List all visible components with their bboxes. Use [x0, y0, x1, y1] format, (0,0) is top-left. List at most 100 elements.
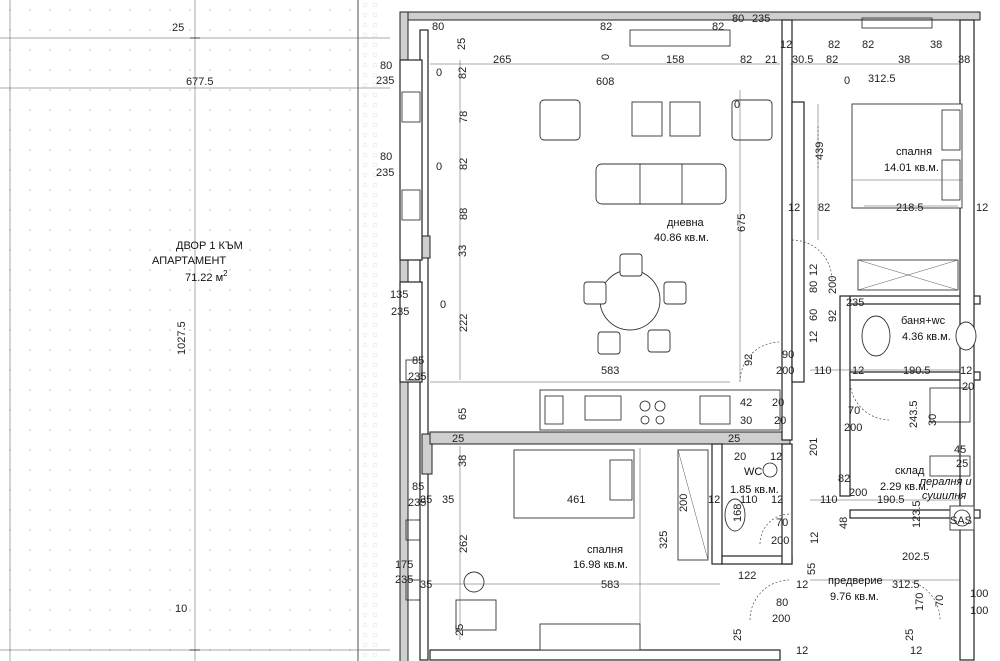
dim-d20a: 20	[962, 381, 974, 393]
hall-area: 9.76 кв.м.	[830, 591, 879, 603]
dim-d30_5: 30.5	[792, 54, 813, 66]
dim-d33: 33	[457, 245, 469, 257]
dim-d110c: 110	[820, 494, 838, 506]
dim-d82e: 82	[826, 54, 838, 66]
yard-dim-bottom: 10	[175, 603, 187, 615]
living-area: 40.86 кв.м.	[654, 232, 709, 244]
dim-d25a: 25	[456, 38, 468, 50]
dim-d201: 201	[808, 438, 820, 456]
dim-d82a: 82	[600, 21, 612, 33]
win2-bottom: 235	[376, 167, 394, 179]
dim-d70a: 70	[848, 405, 860, 417]
bath-name: баня+wc	[901, 315, 946, 327]
win6-top: 175	[395, 559, 413, 571]
dim-d42: 42	[740, 397, 752, 409]
dim-d200c: 200	[844, 422, 862, 434]
dim-d12d: 12	[808, 264, 820, 276]
dim-d80b: 80	[808, 281, 820, 293]
dim-d12m: 12	[910, 645, 922, 657]
win2-top: 80	[380, 151, 392, 163]
win1-bottom: 235	[376, 75, 394, 87]
dim-d190_5b: 190.5	[877, 494, 905, 506]
dim-d168: 168	[732, 504, 744, 522]
dim-d12k: 12	[796, 579, 808, 591]
dim-d82i: 82	[838, 473, 850, 485]
dim-d21: 21	[765, 54, 777, 66]
dim-d12h: 12	[708, 494, 720, 506]
dim-d30: 30	[740, 415, 752, 427]
yard-area: 71.22 м	[185, 272, 223, 284]
dim-d82f: 82	[828, 39, 840, 51]
dim-d123_5: 123.5	[911, 500, 923, 528]
storage-fixtures	[929, 455, 975, 531]
dim-d12f: 12	[852, 365, 864, 377]
dim-d461: 461	[567, 494, 585, 506]
dim-d38b: 38	[958, 54, 970, 66]
dim-d82d: 82	[740, 54, 752, 66]
win5-bottom: 235	[408, 497, 426, 509]
win1-top: 80	[380, 60, 392, 72]
dim-d312_5b: 312.5	[892, 579, 920, 591]
dim-d70c: 70	[934, 595, 946, 607]
dim-d12c: 12	[976, 202, 988, 214]
dim-d90: 90	[782, 349, 794, 361]
room-labels: дневна 40.86 кв.м. спалня 14.01 кв.м. ба…	[573, 146, 972, 603]
dim-d312_5a: 312.5	[868, 73, 896, 85]
dim-d12e: 12	[808, 331, 820, 343]
dim-d0f: 0	[844, 75, 850, 87]
win4-top: 85	[412, 355, 424, 367]
dim-d200e: 200	[678, 494, 690, 512]
exterior-walls	[399, 11, 981, 661]
window-markers	[401, 17, 933, 601]
dim-d100a: 100	[970, 588, 988, 600]
dim-d82j: 82	[862, 39, 874, 51]
dim-d65: 65	[457, 408, 469, 420]
bedroom2-name: спалня	[587, 544, 623, 556]
dim-d200d: 200	[849, 487, 867, 499]
dim-d0d: 0	[440, 299, 446, 311]
dim-d82c: 82	[457, 67, 469, 79]
storage-name: склад	[895, 465, 925, 477]
dim-d25d: 25	[956, 458, 968, 470]
dim-d25b: 25	[452, 433, 464, 445]
dim-d80a: 80	[732, 13, 744, 25]
hall-name: предверие	[828, 575, 883, 587]
bedroom1-furniture	[851, 103, 963, 209]
svg-text:71.22 м2: 71.22 м2	[185, 269, 228, 284]
dim-d35c: 35	[420, 494, 432, 506]
dim-d38d: 38	[930, 39, 942, 51]
kitchen-counter	[539, 389, 781, 431]
dim-d78: 78	[458, 111, 470, 123]
dim-d235a: 235	[752, 13, 770, 25]
living-furniture	[539, 99, 773, 355]
dim-d20b: 20	[772, 397, 784, 409]
bedroom1-area: 14.01 кв.м.	[884, 162, 939, 174]
win4-bottom: 235	[408, 371, 426, 383]
bath-area: 4.36 кв.м.	[902, 331, 951, 343]
win3-top: 135	[390, 289, 408, 301]
dim-d45: 45	[954, 444, 966, 456]
living-name: дневна	[667, 217, 705, 229]
window-dim-labels: 80 235 80 235 135 235 85 235 85 235 175 …	[376, 60, 426, 586]
dim-d235b: 235	[846, 297, 864, 309]
dim-d38a: 38	[898, 54, 910, 66]
dim-d0a: 0	[600, 54, 612, 60]
storage-area: 2.29 кв.м.	[880, 481, 929, 493]
bath-fixtures	[857, 259, 977, 423]
bedroom2-area: 16.98 кв.м.	[573, 559, 628, 571]
dim-d12i: 12	[771, 494, 783, 506]
dim-d218_5: 218.5	[896, 202, 924, 214]
dim-d12a: 12	[780, 39, 792, 51]
dim-d80c: 80	[776, 597, 788, 609]
dim-d55: 55	[806, 563, 818, 575]
dim-d20d: 20	[734, 451, 746, 463]
dim-d243_5: 243.5	[908, 400, 920, 428]
dim-d12n: 12	[770, 451, 782, 463]
dim-d200b: 200	[776, 365, 794, 377]
yard-dim-height: 1027.5	[176, 321, 188, 355]
dim-d92a: 92	[827, 310, 839, 322]
dim-d12l: 12	[796, 645, 808, 657]
dim-d88: 88	[458, 208, 470, 220]
